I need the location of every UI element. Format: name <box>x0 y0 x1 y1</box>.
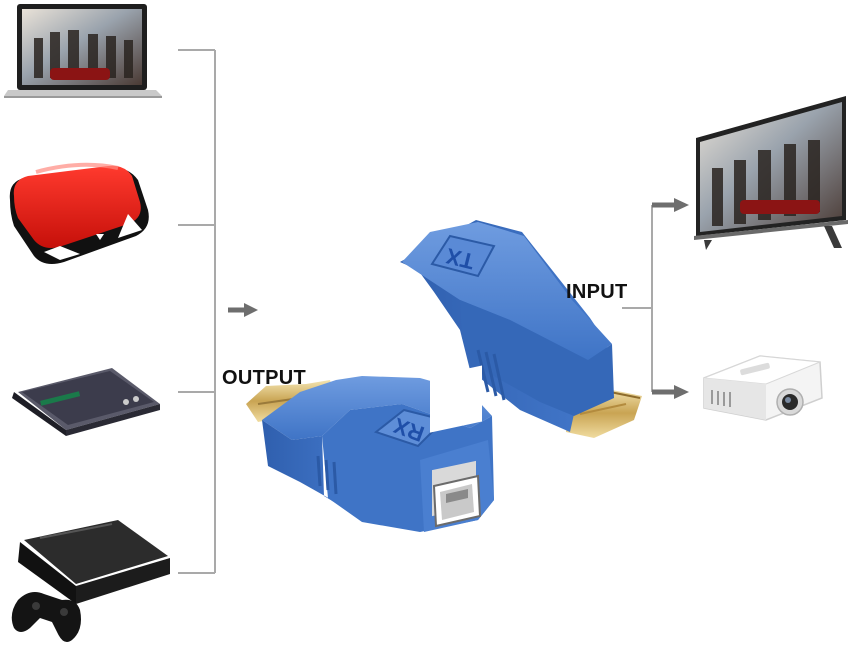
output-label: OUTPUT <box>222 367 306 389</box>
tv-arrow-icon <box>652 198 689 212</box>
projector-icon <box>703 355 823 421</box>
television-icon <box>694 96 848 250</box>
dvd-player-icon <box>12 368 160 436</box>
media-box-icon <box>9 162 149 264</box>
display-connector-lines <box>622 205 653 392</box>
input-label: INPUT <box>566 281 628 303</box>
game-console-icon <box>11 520 170 642</box>
rx-adapter-icon: RX <box>246 365 494 532</box>
tx-adapter-icon: TX <box>400 220 642 438</box>
rj45-port <box>430 365 482 528</box>
projector-arrow-icon <box>652 385 689 399</box>
source-connector-lines <box>178 49 216 574</box>
laptop-icon <box>4 4 162 98</box>
source-arrow-icon <box>228 303 258 317</box>
